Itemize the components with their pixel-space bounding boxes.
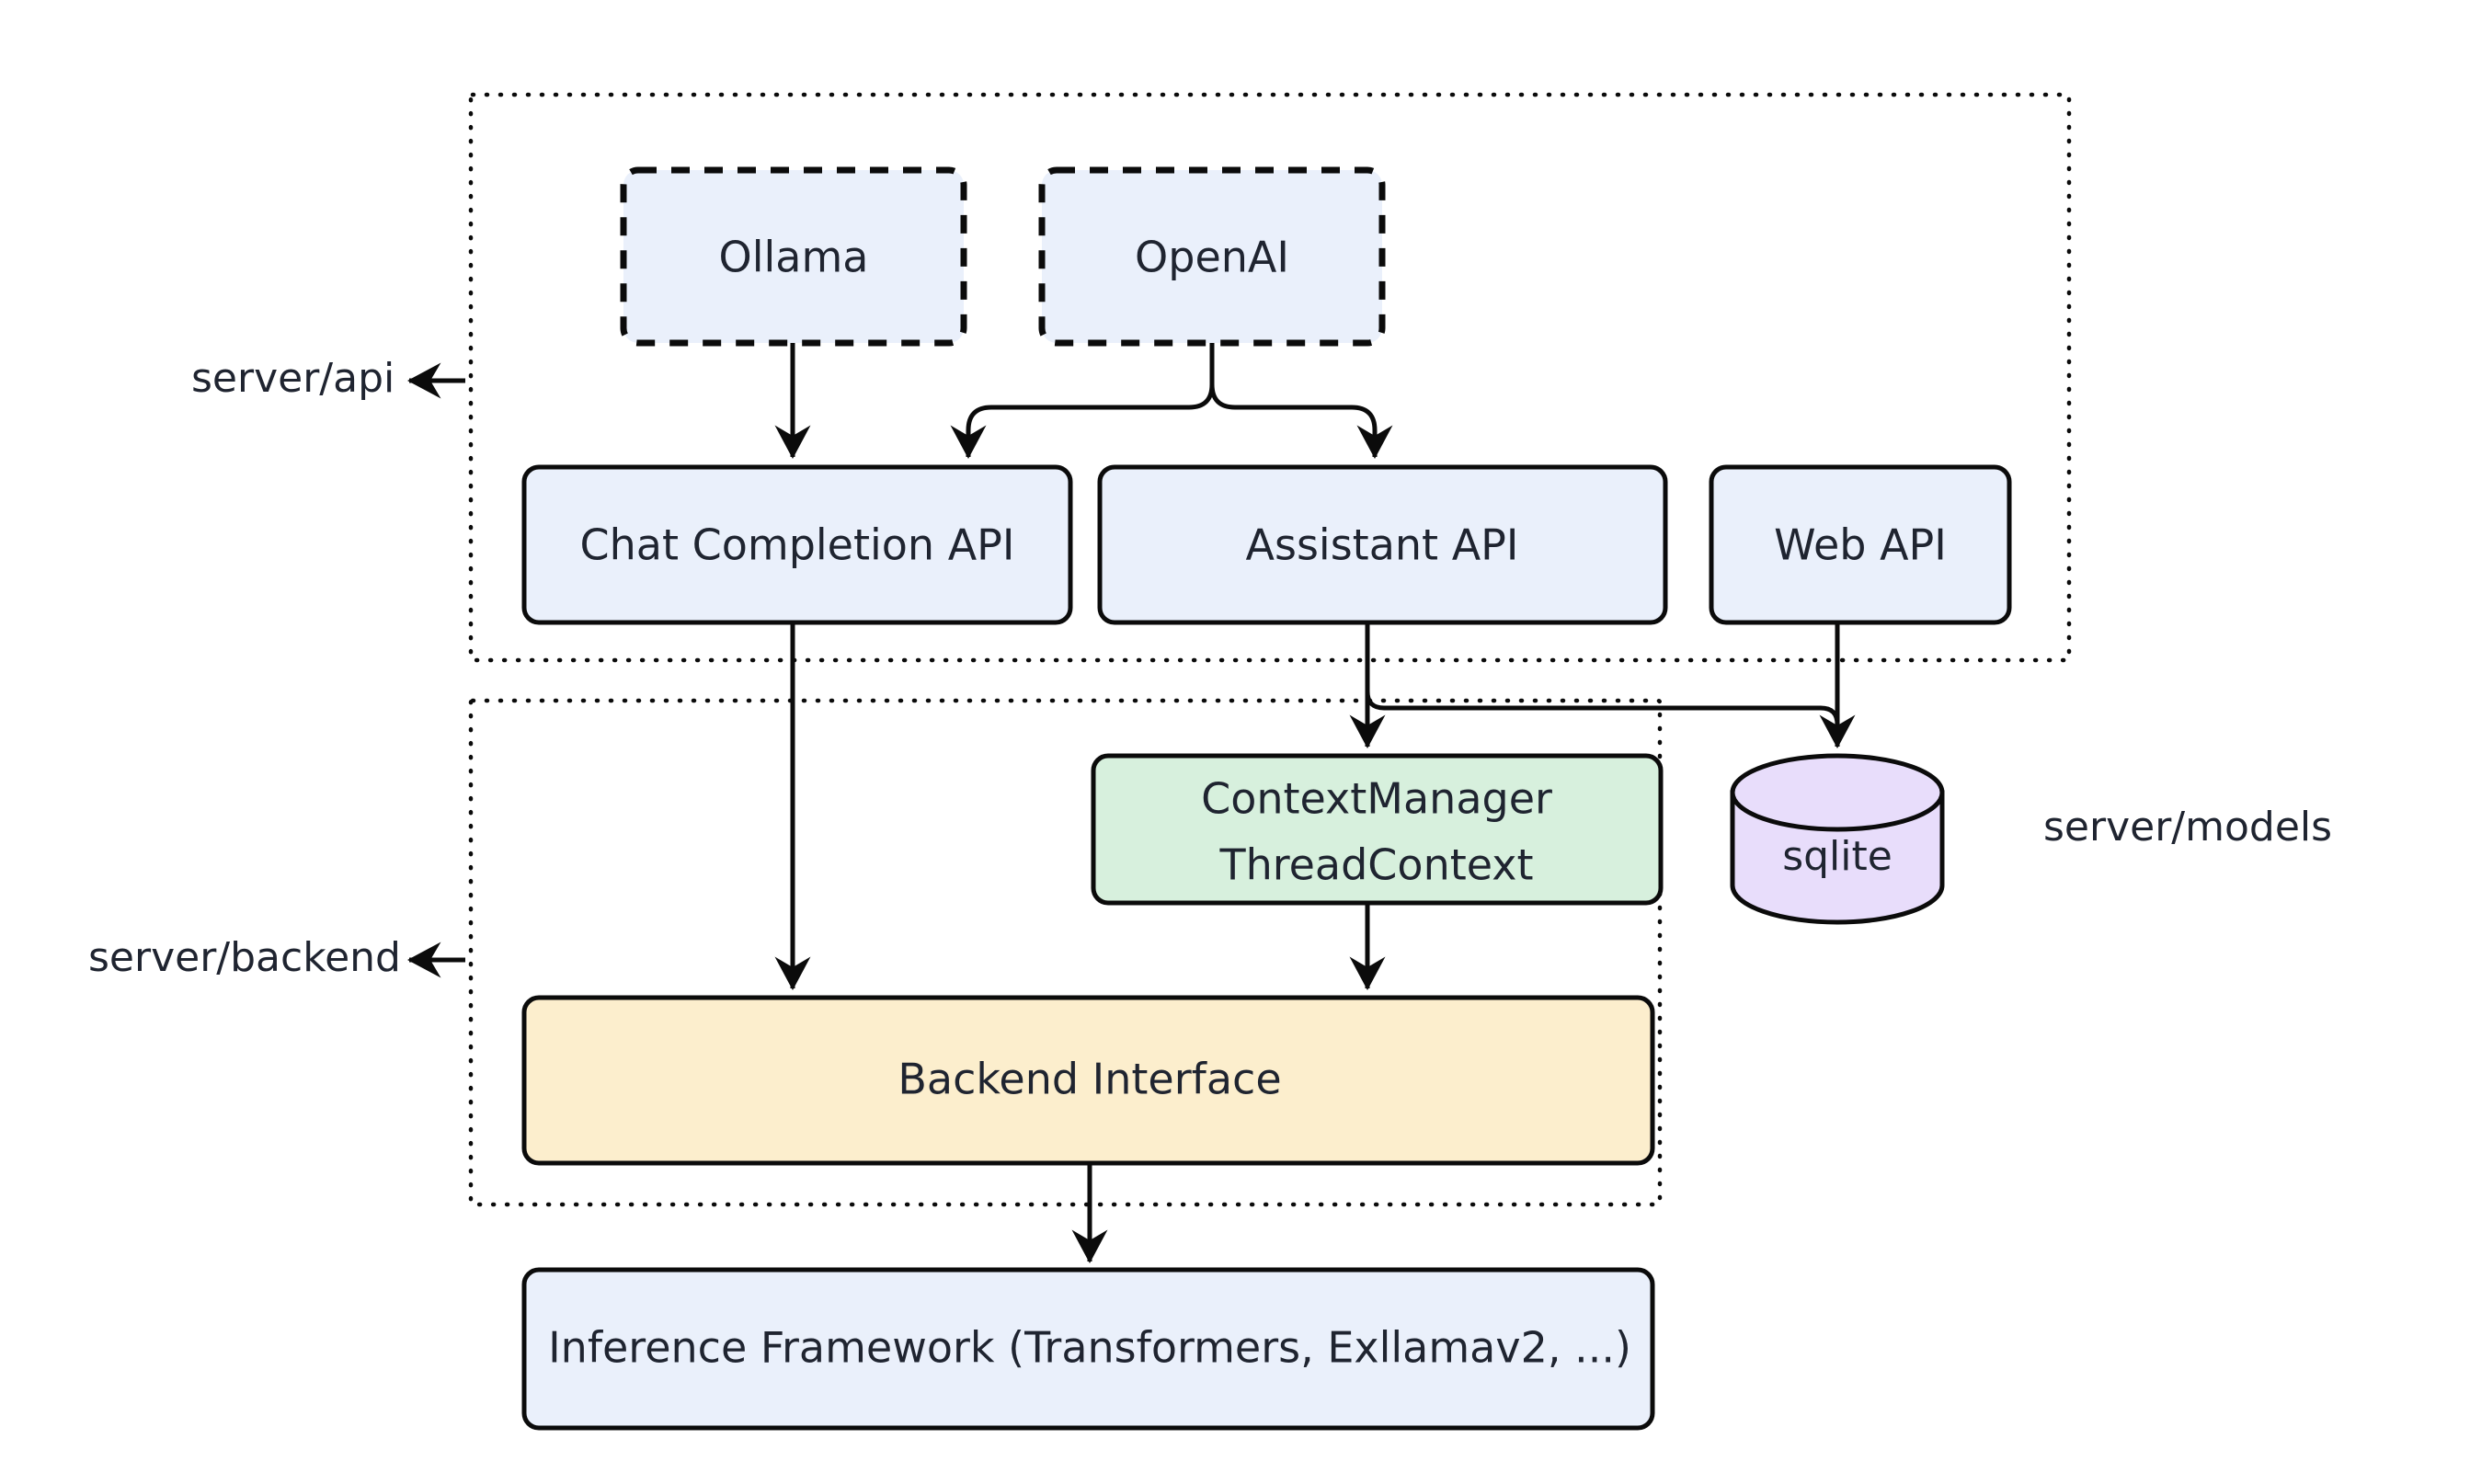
zone-api-border [468, 92, 2072, 663]
edge-assistant-to-sqlite [1365, 622, 1840, 747]
node-inference-framework-shape [521, 1267, 1655, 1431]
zone-label-backend: server/backend [88, 934, 401, 981]
node-assistant-api-shape [1097, 464, 1668, 625]
node-web-api[interactable]: Web API [1709, 464, 2012, 625]
node-sqlite-label: sqlite [1782, 833, 1893, 880]
node-openai-shape [1038, 166, 1386, 347]
node-ollama-label: Ollama [719, 233, 869, 282]
node-context-manager-label-line1: ContextManager [1201, 774, 1552, 824]
node-assistant-api[interactable]: Assistant API [1097, 464, 1668, 625]
node-assistant-api-label: Assistant API [1246, 520, 1519, 570]
node-openai[interactable]: OpenAI [1038, 166, 1386, 347]
node-context-manager-label-line2: ThreadContext [1218, 840, 1533, 890]
node-ollama-shape [620, 166, 967, 347]
zone-backend-border [468, 698, 1663, 1207]
node-context-manager-shape [1091, 753, 1664, 906]
node-backend-interface[interactable]: Backend Interface [521, 995, 1655, 1166]
node-chat-completion-api-label: Chat Completion API [580, 520, 1015, 570]
edge-openai-to-assistant [1209, 343, 1393, 460]
node-sqlite-top-ellipse [1730, 753, 1945, 832]
zone-label-api: server/api [191, 355, 395, 402]
node-backend-interface-shape [521, 995, 1655, 1166]
node-inference-framework-label: Inference Framework (Transformers, Exlla… [548, 1323, 1631, 1373]
node-chat-completion-api[interactable]: Chat Completion API [521, 464, 1073, 625]
node-ollama[interactable]: Ollama [620, 166, 967, 347]
node-context-manager[interactable]: ContextManager ThreadContext [1091, 753, 1664, 906]
node-chat-completion-api-shape [521, 464, 1073, 625]
node-inference-framework[interactable]: Inference Framework (Transformers, Exlla… [521, 1267, 1655, 1431]
node-sqlite[interactable]: sqlite [1730, 753, 1945, 925]
node-web-api-shape [1709, 464, 2012, 625]
node-web-api-label: Web API [1774, 520, 1947, 570]
edge-openai-to-chat-completion [950, 343, 1215, 460]
zone-label-models: server/models [2043, 804, 2332, 850]
node-openai-label: OpenAI [1135, 233, 1289, 282]
node-backend-interface-label: Backend Interface [898, 1055, 1281, 1104]
